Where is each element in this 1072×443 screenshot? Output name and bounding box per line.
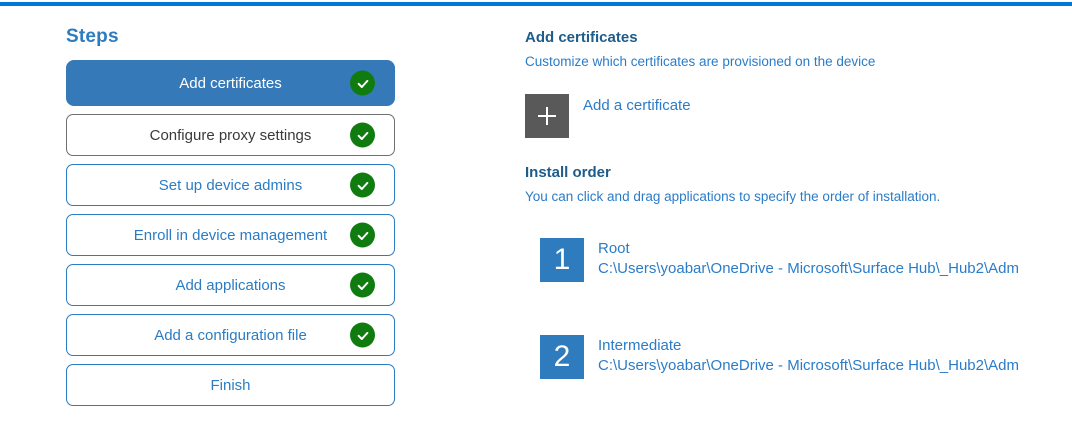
certificate-name: Root <box>598 240 630 257</box>
step-configure-proxy-settings[interactable]: Configure proxy settings <box>66 114 395 156</box>
certificate-path: C:\Users\yoabar\OneDrive - Microsoft\Sur… <box>598 357 1019 374</box>
check-circle-icon <box>350 322 375 348</box>
install-order-item-root[interactable]: 1 Root C:\Users\yoabar\OneDrive - Micros… <box>540 238 1070 282</box>
step-list: Add certificates Configure proxy setting… <box>66 60 395 406</box>
add-certificate-button[interactable]: Add a certificate <box>525 94 1070 138</box>
plus-icon <box>525 94 569 138</box>
step-label: Configure proxy settings <box>149 126 312 144</box>
step-add-a-configuration-file[interactable]: Add a configuration file <box>66 314 395 356</box>
install-order-subtitle: You can click and drag applications to s… <box>525 189 941 204</box>
step-label: Add a configuration file <box>154 326 307 344</box>
install-order-title: Install order <box>525 164 611 181</box>
step-add-applications[interactable]: Add applications <box>66 264 395 306</box>
check-circle-icon <box>350 172 375 198</box>
step-label: Add applications <box>175 276 286 294</box>
install-item-text: Intermediate C:\Users\yoabar\OneDrive - … <box>598 336 1019 376</box>
check-circle-icon <box>350 122 375 148</box>
top-accent-bar <box>0 2 1072 6</box>
step-set-up-device-admins[interactable]: Set up device admins <box>66 164 395 206</box>
add-certificate-label: Add a certificate <box>583 97 691 114</box>
step-label: Finish <box>210 376 251 394</box>
page-title: Add certificates <box>525 29 638 46</box>
install-order-item-intermediate[interactable]: 2 Intermediate C:\Users\yoabar\OneDrive … <box>540 335 1070 379</box>
order-number-tile: 2 <box>540 335 584 379</box>
page-subtitle: Customize which certificates are provisi… <box>525 54 876 69</box>
install-order-list: 1 Root C:\Users\yoabar\OneDrive - Micros… <box>540 238 1070 379</box>
step-label: Enroll in device management <box>133 226 328 244</box>
step-finish[interactable]: Finish <box>66 364 395 406</box>
check-circle-icon <box>350 222 375 248</box>
step-label: Set up device admins <box>158 176 303 194</box>
steps-panel-title: Steps <box>66 26 119 47</box>
check-circle-icon <box>350 272 375 298</box>
step-enroll-in-device-management[interactable]: Enroll in device management <box>66 214 395 256</box>
steps-panel: Steps Add certificates Configure proxy s… <box>66 26 395 406</box>
order-number-tile: 1 <box>540 238 584 282</box>
step-add-certificates[interactable]: Add certificates <box>66 60 395 106</box>
install-item-text: Root C:\Users\yoabar\OneDrive - Microsof… <box>598 239 1019 279</box>
step-label: Add certificates <box>179 74 282 92</box>
certificate-path: C:\Users\yoabar\OneDrive - Microsoft\Sur… <box>598 260 1019 277</box>
content-panel: Add certificates Customize which certifi… <box>525 29 1070 379</box>
certificate-name: Intermediate <box>598 337 682 354</box>
check-circle-icon <box>350 70 375 96</box>
